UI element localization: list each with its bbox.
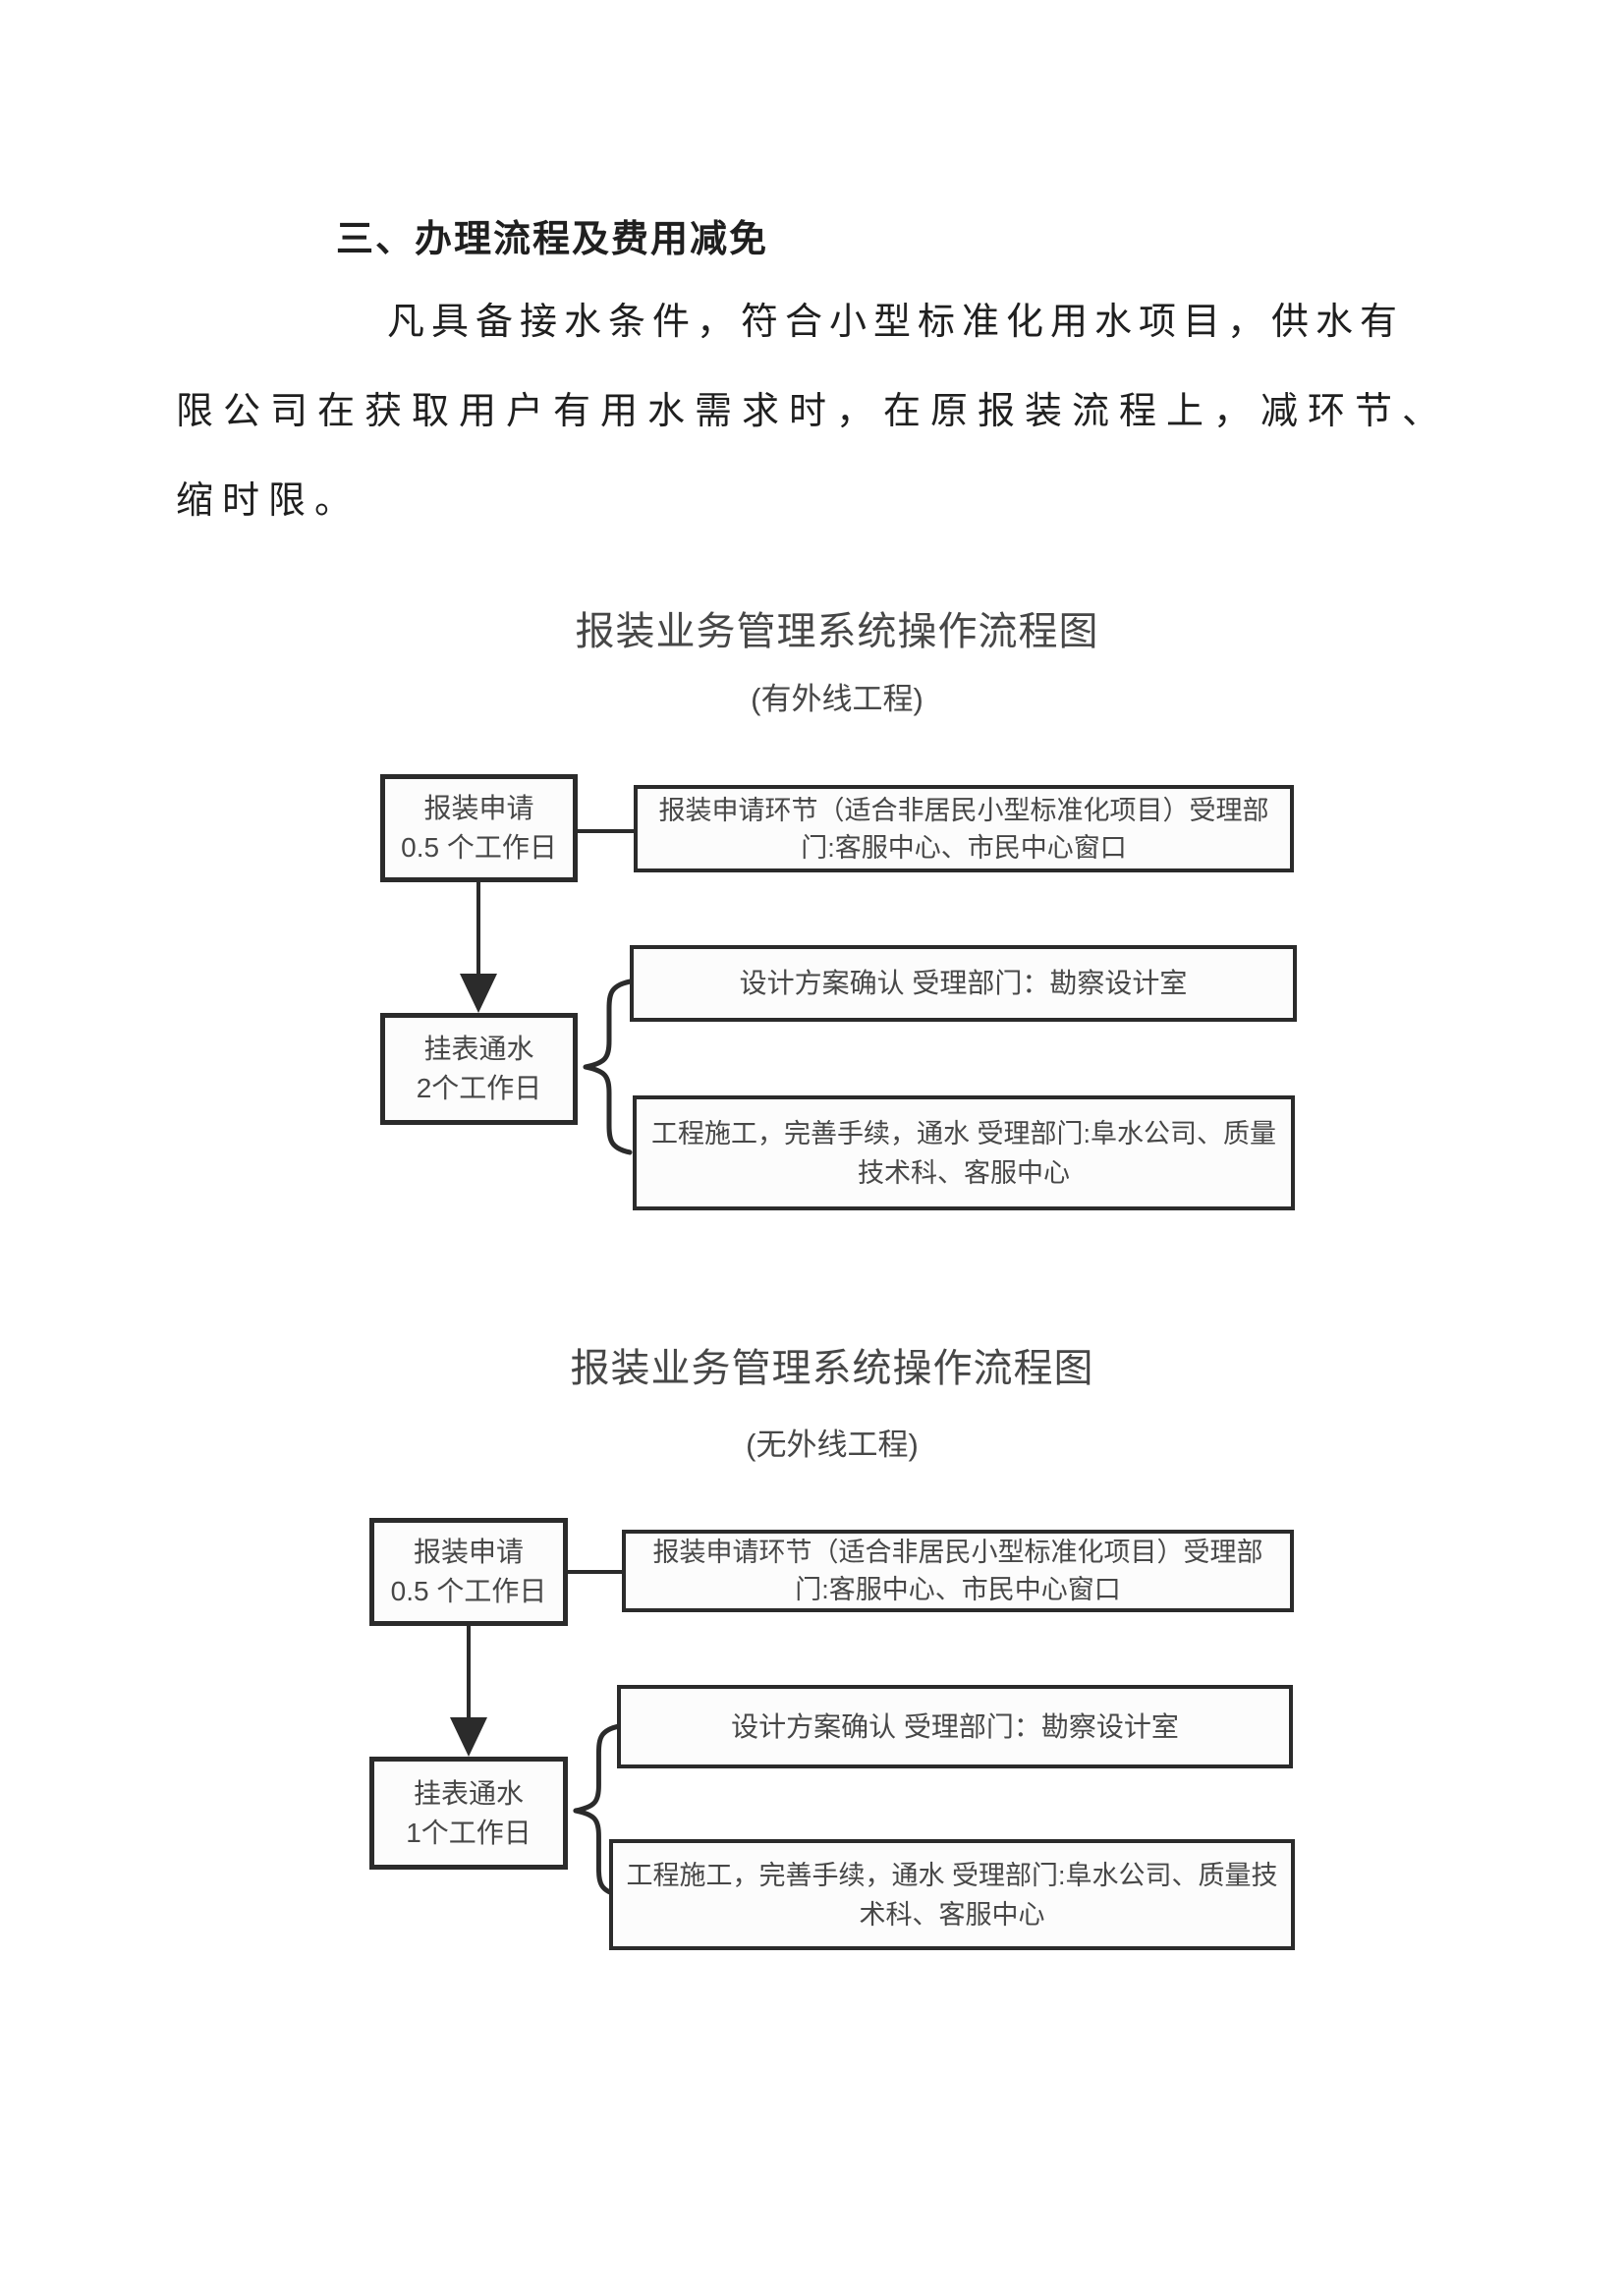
flowchart1-brace-connector-icon <box>583 979 633 1155</box>
flowchart2-node-design-detail: 设计方案确认 受理部门：勘察设计室 <box>617 1685 1293 1768</box>
flowchart1-node-meter: 挂表通水 2个工作日 <box>380 1013 578 1125</box>
flowchart2-subtitle: (无外线工程) <box>746 1428 919 1462</box>
paragraph-line-1: 凡具备接水条件，符合小型标准化用水项目，供水有 <box>387 302 1405 343</box>
flowchart2-arrow-stem <box>467 1624 471 1722</box>
flowchart2-node-meter: 挂表通水 1个工作日 <box>369 1757 568 1870</box>
flowchart2-title: 报装业务管理系统操作流程图 <box>570 1347 1094 1390</box>
flowchart1-subtitle: (有外线工程) <box>751 682 923 716</box>
flowchart1-node-apply: 报装申请 0.5 个工作日 <box>380 774 578 882</box>
flowchart2-node-construction-detail: 工程施工，完善手续，通水 受理部门:阜水公司、质量技术科、客服中心 <box>609 1839 1295 1950</box>
paragraph-line-3: 缩时限。 <box>176 480 362 522</box>
flowchart1-node-construction-detail: 工程施工，完善手续，通水 受理部门:阜水公司、质量技术科、客服中心 <box>633 1095 1295 1210</box>
flowchart2-brace-connector-icon <box>573 1723 622 1898</box>
flowchart1-title: 报装业务管理系统操作流程图 <box>575 610 1099 653</box>
flowchart1-node-design-detail: 设计方案确认 受理部门：勘察设计室 <box>630 945 1297 1022</box>
section-heading: 三、办理流程及费用减免 <box>336 219 769 260</box>
flowchart1-node-apply-detail: 报装申请环节（适合非居民小型标准化项目）受理部门:客服中心、市民中心窗口 <box>634 785 1294 872</box>
flowchart1-down-arrow-icon <box>460 974 497 1013</box>
flowchart2-node-apply-detail: 报装申请环节（适合非居民小型标准化项目）受理部门:客服中心、市民中心窗口 <box>622 1530 1294 1612</box>
flowchart2-down-arrow-icon <box>450 1717 487 1757</box>
flowchart1-arrow-stem <box>476 880 480 979</box>
flowchart1-connector-line <box>576 829 636 833</box>
flowchart2-connector-line <box>565 1570 625 1574</box>
flowchart2-node-apply: 报装申请 0.5 个工作日 <box>369 1518 568 1626</box>
paragraph-line-2: 限公司在获取用户有用水需求时，在原报装流程上，减环节、 <box>176 391 1450 432</box>
